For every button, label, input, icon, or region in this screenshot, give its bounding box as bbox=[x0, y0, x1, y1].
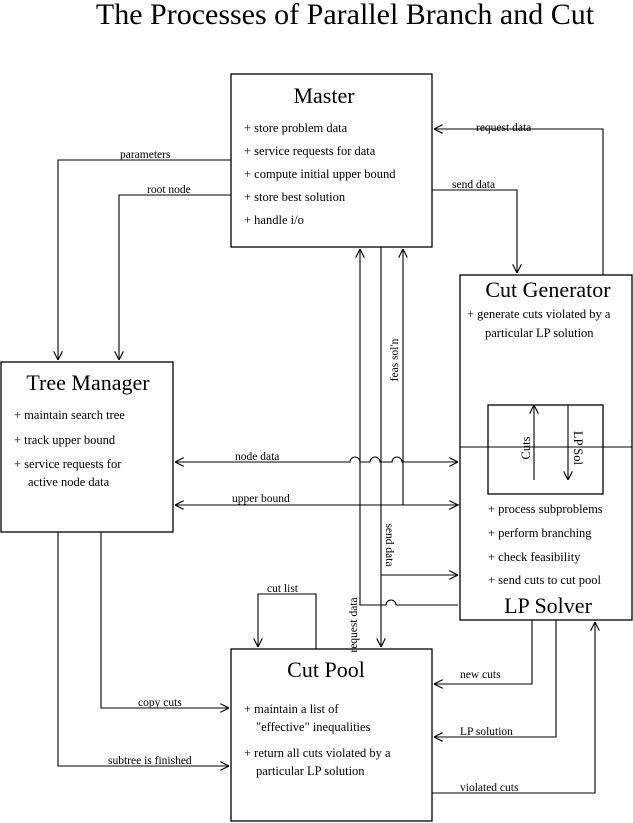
lp-solver-item: + perform branching bbox=[488, 526, 592, 540]
cut-pool-item: + return all cuts violated by a bbox=[244, 746, 391, 760]
parameters-label: parameters bbox=[120, 149, 171, 161]
lp-solution-arrow bbox=[434, 620, 557, 737]
master-box: Master + store problem data + service re… bbox=[230, 73, 433, 248]
cut-generator-title: Cut Generator bbox=[485, 277, 611, 302]
cut-generator-item: particular LP solution bbox=[485, 326, 594, 340]
cut-pool-item: "effective" inequalities bbox=[256, 720, 371, 734]
master-item: + service requests for data bbox=[244, 144, 376, 158]
cut-list-label: cut list bbox=[267, 583, 299, 595]
diagram-title: The Processes of Parallel Branch and Cut bbox=[96, 0, 595, 31]
new-cuts-arrow bbox=[434, 620, 533, 684]
send-data-vert-label: send data bbox=[383, 523, 395, 566]
cut-pool-box: Cut Pool + maintain a list of "effective… bbox=[230, 648, 433, 822]
subtree-finished-label: subtree is finished bbox=[108, 755, 192, 767]
master-item: + compute initial upper bound bbox=[244, 167, 396, 181]
violated-cuts-arrow bbox=[432, 622, 595, 794]
lp-solver-item: + process subproblems bbox=[488, 502, 603, 516]
master-item: + store best solution bbox=[244, 190, 346, 204]
tree-manager-item: + service requests for bbox=[14, 457, 122, 471]
tree-manager-item: + maintain search tree bbox=[14, 408, 125, 422]
cut-pool-title: Cut Pool bbox=[287, 657, 365, 682]
cut-list-arrow bbox=[258, 593, 317, 649]
cut-generator-item: + generate cuts violated by a bbox=[467, 307, 611, 321]
send-data-top-label: send data bbox=[452, 179, 495, 191]
cut-pool-item: particular LP solution bbox=[256, 764, 365, 778]
request-data-vert-arrow bbox=[360, 249, 386, 606]
request-data-top-label: request data bbox=[476, 122, 531, 134]
copy-cuts-label: copy cuts bbox=[138, 697, 182, 709]
new-cuts-label: new cuts bbox=[460, 669, 501, 681]
lp-sol-label: LP Sol bbox=[571, 431, 585, 465]
cuts-label: Cuts bbox=[519, 436, 533, 459]
lp-solver-hump bbox=[385, 599, 458, 606]
cut-generator-box: Cut Generator + generate cuts violated b… bbox=[459, 274, 633, 621]
lp-solver-title: LP Solver bbox=[504, 593, 592, 618]
node-data-label: node data bbox=[235, 451, 279, 463]
copy-cuts-arrow bbox=[100, 532, 229, 708]
tree-manager-title: Tree Manager bbox=[26, 370, 150, 395]
master-title: Master bbox=[293, 83, 355, 108]
tree-manager-box: Tree Manager + maintain search tree + tr… bbox=[0, 361, 174, 533]
feas-soln-arrow bbox=[403, 249, 460, 506]
request-data-top-arrow bbox=[434, 129, 604, 275]
cut-pool-item: + maintain a list of bbox=[244, 702, 339, 716]
request-data-vert-label: request data bbox=[348, 597, 360, 652]
feas-soln-label: feas sol'n bbox=[389, 338, 401, 381]
send-data-top-arrow bbox=[432, 189, 517, 273]
lp-solution-label: LP solution bbox=[460, 726, 513, 738]
upper-bound-label: upper bound bbox=[232, 493, 290, 505]
subtree-finished-arrow bbox=[57, 532, 229, 766]
lp-solver-item: + check feasibility bbox=[488, 550, 581, 564]
lp-solver-item: + send cuts to cut pool bbox=[488, 573, 601, 587]
inner-exchange-box bbox=[487, 404, 604, 495]
root-node-arrow bbox=[119, 194, 231, 360]
tree-manager-item: + track upper bound bbox=[14, 433, 116, 447]
violated-cuts-label: violated cuts bbox=[460, 782, 519, 794]
master-item: + handle i/o bbox=[244, 213, 304, 227]
node-data-arrow bbox=[175, 456, 458, 462]
tree-manager-item: active node data bbox=[28, 475, 110, 489]
root-node-label: root node bbox=[147, 184, 191, 196]
master-item: + store problem data bbox=[244, 121, 348, 135]
parameters-arrow bbox=[58, 159, 231, 360]
